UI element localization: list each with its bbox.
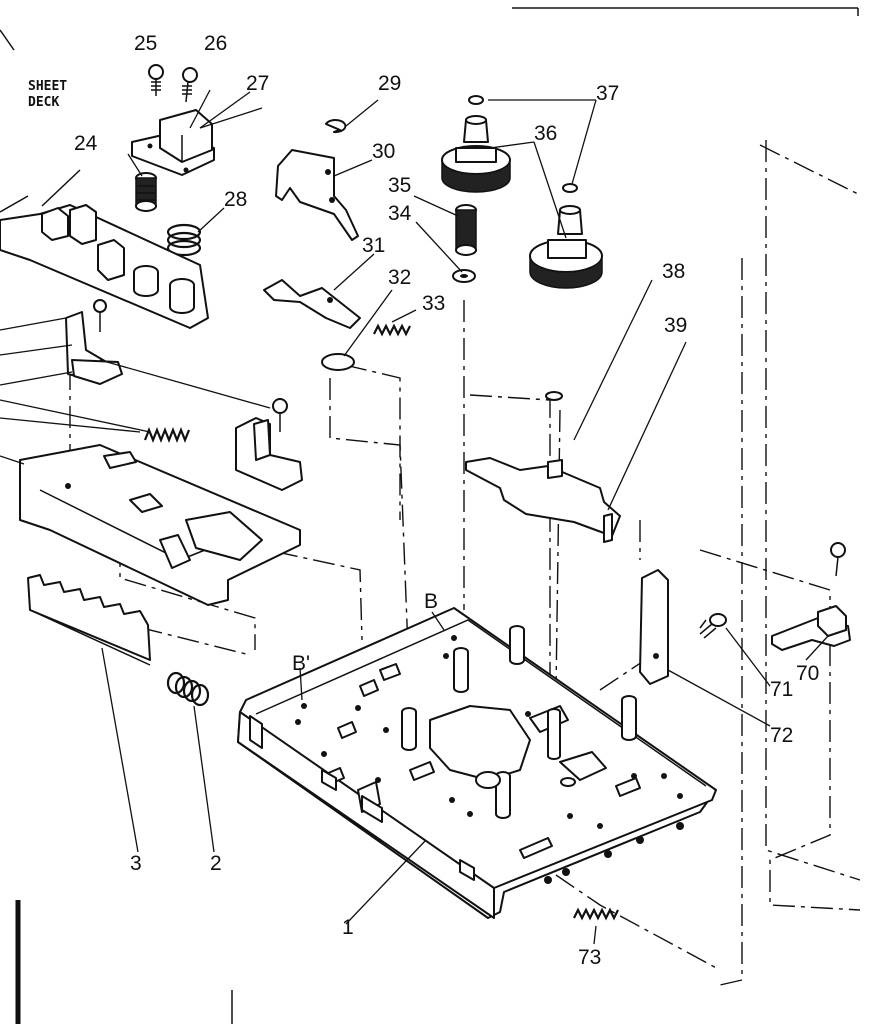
label-30: 30 [372, 140, 395, 163]
center-bracket-assembly [235, 398, 303, 491]
label-72: 72 [770, 724, 793, 747]
screw-26 [182, 67, 198, 103]
spring-left-mid [0, 399, 191, 443]
head-block-27 [131, 109, 215, 176]
label-2: 2 [210, 852, 222, 875]
label-39: 39 [664, 314, 687, 337]
label-34: 34 [388, 202, 412, 225]
washer-34 [452, 269, 476, 283]
screw-25 [148, 64, 164, 96]
label-25: 25 [134, 32, 157, 55]
label-71: 71 [770, 678, 793, 701]
label-32: 32 [388, 266, 411, 289]
label-35: 35 [388, 174, 411, 197]
upper-left-bracket [0, 169, 209, 329]
label-27: 27 [246, 72, 269, 95]
label-29: 29 [378, 72, 401, 95]
e-ring-29 [325, 119, 347, 134]
label-37: 37 [596, 82, 619, 105]
left-lever-assembly [0, 299, 271, 433]
leader-lines [0, 89, 829, 945]
spring-35 [455, 204, 477, 256]
bracket-31 [263, 279, 361, 329]
label-B-prime: B' [292, 652, 310, 675]
coil-28 [166, 223, 202, 257]
label-26: 26 [204, 32, 227, 55]
label-36: 36 [534, 122, 557, 145]
slide-bar-3 [27, 574, 151, 666]
label-3: 3 [130, 852, 142, 875]
label-28: 28 [224, 188, 247, 211]
spring-73 [573, 907, 619, 921]
label-73: 73 [578, 946, 601, 969]
main-chassis-1 [237, 607, 717, 919]
label-B: B [424, 590, 438, 613]
label-24: 24 [74, 132, 98, 155]
reel-table-36-left [441, 95, 511, 193]
label-33: 33 [422, 292, 445, 315]
screw-71 [699, 613, 727, 639]
sub-chassis-plate [19, 444, 301, 606]
lever-30 [275, 149, 359, 241]
brake-assembly-38-39 [465, 391, 621, 543]
reel-table-36-right [529, 183, 603, 289]
label-38: 38 [662, 260, 685, 283]
spring-24 [135, 172, 157, 212]
part-labels: 25 26 27 29 37 36 24 30 28 35 34 31 38 3… [74, 32, 819, 969]
spring-2 [166, 671, 210, 707]
label-1: 1 [342, 916, 354, 939]
washer-32 [321, 353, 355, 371]
header-line-1: SHEET [28, 79, 67, 94]
frame-lines [0, 7, 859, 1024]
bracket-72 [639, 569, 669, 685]
spring-33 [373, 323, 411, 337]
sheet-deck-header: SHEET DECK [28, 79, 67, 110]
switch-70 [771, 542, 851, 651]
label-70: 70 [796, 662, 819, 685]
label-31: 31 [362, 234, 385, 257]
header-line-2: DECK [28, 95, 59, 110]
